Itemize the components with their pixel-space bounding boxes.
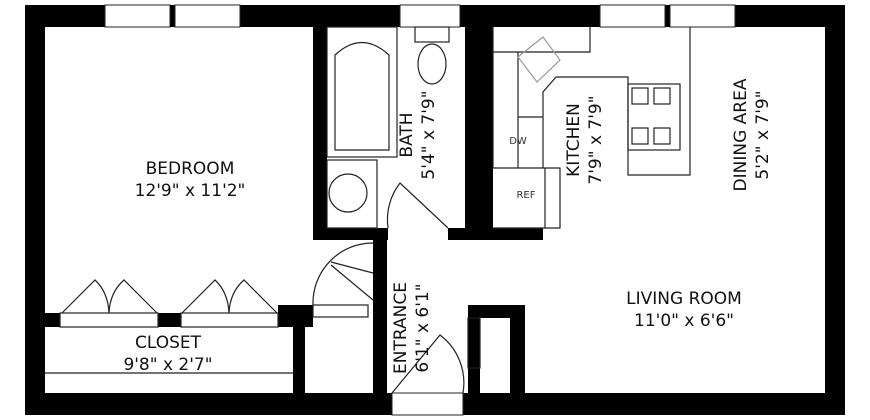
bath-kitchen-wall — [465, 27, 493, 240]
burner — [653, 87, 671, 105]
kitchen-counter — [493, 27, 691, 176]
dishwasher-label: DW — [509, 136, 527, 147]
bath-bottom-wall — [313, 228, 388, 240]
entry-threshold — [391, 392, 464, 416]
bath-name: BATH — [397, 112, 417, 158]
burner — [631, 87, 649, 105]
bath-left-wall — [313, 27, 327, 240]
right-wall — [825, 5, 845, 415]
closet-door — [180, 312, 279, 328]
kitchen-sink — [517, 36, 561, 83]
window — [174, 4, 241, 28]
bathtub — [326, 26, 398, 158]
dining-label: DINING AREA 5'2" x 7'9" — [730, 79, 774, 192]
toilet-bowl — [417, 43, 447, 85]
toilet-tank — [414, 26, 450, 43]
closet-label: CLOSET 9'8" x 2'7" — [123, 332, 212, 376]
bifold-door-swing — [61, 279, 158, 314]
entrance-wall-upper — [373, 240, 387, 315]
bath-door — [386, 182, 449, 229]
window — [104, 4, 171, 28]
dining-name: DINING AREA — [731, 78, 751, 192]
burner — [631, 127, 649, 145]
bath-size: 5'4" x 7'9" — [419, 90, 439, 180]
living-room-label: LIVING ROOM 11'0" x 6'6" — [626, 288, 742, 332]
closet-door-panel — [312, 304, 369, 318]
closet-wall — [45, 313, 60, 327]
closet-door — [59, 312, 159, 328]
stove — [627, 83, 681, 151]
bedroom-size: 12'9" x 11'2" — [134, 181, 246, 201]
window — [399, 4, 461, 28]
tub-basin — [334, 42, 390, 151]
kitchen-name: KITCHEN — [564, 103, 584, 177]
fixtures — [45, 26, 691, 394]
sink — [328, 173, 368, 213]
window — [599, 4, 666, 28]
closet-wall — [158, 313, 181, 327]
closet-size: 9'8" x 2'7" — [123, 355, 213, 375]
entrance-name: ENTRANCE — [391, 282, 411, 374]
refrigerator-label: REF — [516, 190, 536, 201]
entrance-left-wall — [373, 300, 387, 393]
kitchen-bottom-wall — [448, 228, 543, 240]
burner — [653, 127, 671, 145]
living-room-size: 11'0" x 6'6" — [634, 311, 734, 331]
windows — [104, 4, 736, 416]
living-room-name: LIVING ROOM — [626, 289, 742, 309]
window — [669, 4, 736, 28]
entry-door-swing — [391, 334, 465, 394]
bath-label: BATH 5'4" x 7'9" — [396, 90, 440, 179]
bottom-wall-left — [25, 393, 392, 415]
bedroom-label: BEDROOM 12'9" x 11'2" — [135, 158, 246, 202]
entrance-label: ENTRANCE 6'1" x 6'1" — [390, 282, 434, 374]
left-wall — [25, 5, 45, 415]
vanity — [326, 159, 378, 229]
closet-door-swing — [312, 242, 374, 306]
entrance-size: 6'1" x 6'1" — [413, 283, 433, 373]
kitchen-size: 7'9" x 7'9" — [586, 95, 606, 185]
entrance-right-wall — [510, 305, 525, 395]
dining-size: 5'2" x 7'9" — [753, 90, 773, 180]
bottom-wall-right — [463, 393, 845, 415]
closet-wall — [293, 305, 305, 395]
closet-name: CLOSET — [134, 333, 202, 353]
bedroom-name: BEDROOM — [145, 159, 235, 179]
bifold-door-swing — [181, 279, 278, 314]
kitchen-counter-left — [492, 27, 561, 229]
kitchen-label: KITCHEN 7'9" x 7'9" — [563, 95, 607, 184]
entry-door-panel — [467, 317, 481, 369]
entrance-right-wall — [468, 305, 480, 415]
